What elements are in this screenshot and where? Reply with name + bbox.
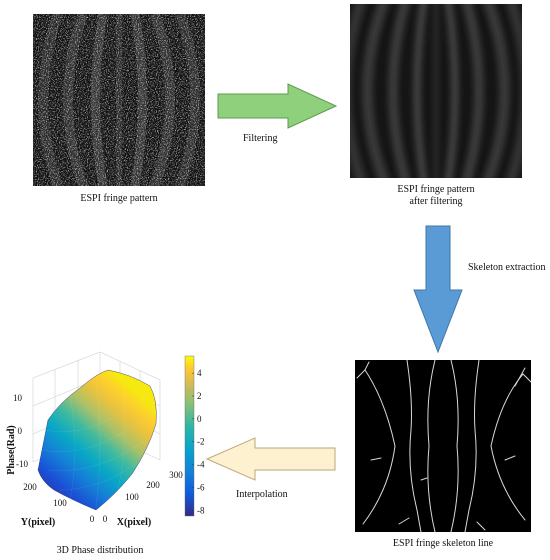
skeleton-extraction-arrow [413, 225, 463, 354]
colorbar-ticks: 4 2 0 -2 -4 -6 -8 [192, 368, 205, 515]
colorbar-tick-label: 0 [197, 414, 202, 424]
espi-fringe-pattern-image [33, 14, 205, 186]
filtered-fringe-caption: ESPI fringe pattern after filtering [350, 184, 522, 208]
filtered-caption-line2: after filtering [409, 196, 463, 207]
x-axis-label: X(pixel) [117, 517, 151, 528]
phase-surface [37, 369, 157, 511]
colorbar [184, 355, 195, 517]
x-tick: 300 [169, 470, 183, 480]
interpolation-label: Interpolation [236, 489, 288, 500]
colorbar-tick-label: 2 [197, 391, 202, 401]
fringe-skeleton-caption: ESPI fringe skeleton line [392, 538, 494, 549]
phase-surface-plot: 10 0 -10 Phase(Rad) 200 100 0 Y(pixel) 0… [6, 351, 205, 528]
filtering-arrow [217, 83, 338, 129]
colorbar-tick-label: 4 [197, 368, 202, 378]
skeleton-extraction-label: Skeleton extraction [468, 262, 546, 273]
espi-fringe-pattern-caption: ESPI fringe pattern [80, 193, 158, 204]
colorbar-tick-label: -4 [197, 460, 205, 470]
y-tick: 200 [23, 482, 37, 492]
colorbar-tick-label: -8 [197, 505, 205, 515]
interpolation-arrow [205, 437, 336, 481]
x-tick: 200 [146, 480, 160, 490]
z-axis-label: Phase(Rad) [6, 425, 17, 474]
filtered-fringe-pattern-image [350, 4, 522, 178]
phase-distribution-caption: 3D Phase distribution [56, 545, 144, 556]
z-tick: 10 [13, 393, 23, 403]
filtering-label: Filtering [243, 133, 278, 144]
z-tick: 0 [18, 426, 23, 436]
colorbar-tick-label: -6 [197, 482, 205, 492]
fringe-skeleton-image [355, 360, 531, 532]
y-tick: 0 [90, 514, 95, 524]
y-axis-label: Y(pixel) [21, 517, 55, 528]
colorbar-tick-label: -2 [197, 437, 205, 447]
z-tick: -10 [16, 459, 28, 469]
filtered-caption-line1: ESPI fringe pattern [397, 184, 475, 195]
x-tick: 100 [125, 492, 139, 502]
y-tick: 100 [53, 498, 67, 508]
x-tick: 0 [103, 514, 108, 524]
